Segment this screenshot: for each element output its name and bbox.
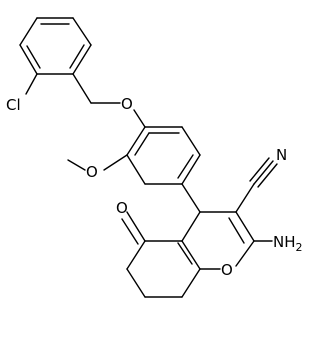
amino-group-text: NH — [273, 233, 296, 251]
chromene-core — [126, 211, 255, 298]
aryl-c4-bond — [181, 183, 201, 213]
methoxyphenyl-ring — [126, 126, 201, 185]
ether-oxygen-label: O — [121, 95, 133, 113]
methoxy-group — [67, 154, 128, 171]
nitrile-group — [235, 157, 278, 213]
amino-subscript: 2 — [296, 241, 303, 254]
ring-oxygen-label: O — [221, 261, 233, 279]
nitrile-nitrogen-label: N — [276, 146, 287, 164]
amino-group-label: NH2 — [273, 233, 303, 254]
chlorophenyl-ring — [19, 17, 92, 75]
ketone-carbonyl — [121, 211, 146, 245]
c-cl-bond — [25, 73, 38, 95]
ketone-oxygen-label: O — [116, 199, 128, 217]
o-aryl-bond — [133, 109, 146, 128]
methoxy-oxygen-label: O — [86, 163, 98, 181]
benzyl-ether-linkage — [72, 73, 121, 104]
chlorine-label: Cl — [6, 96, 21, 114]
